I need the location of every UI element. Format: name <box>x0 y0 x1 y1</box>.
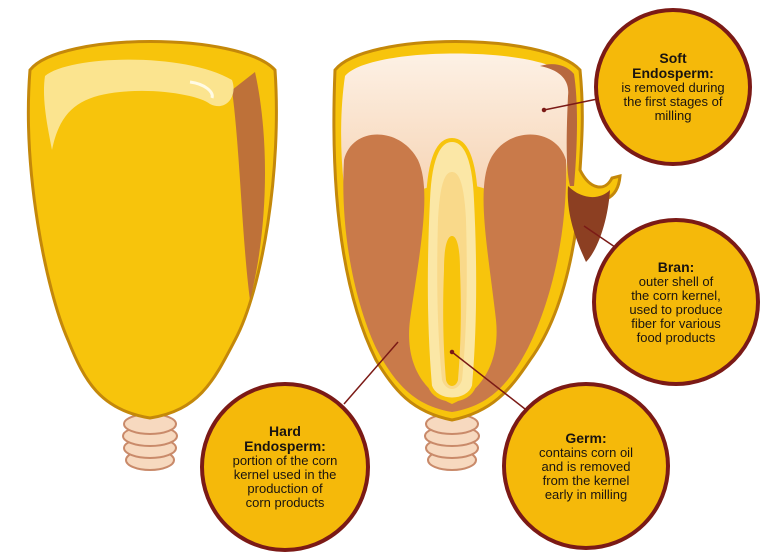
bran-desc-5: food products <box>616 331 736 345</box>
hard-endosperm-title-2: Endosperm: <box>225 439 345 454</box>
kernel-tip-left <box>123 414 177 470</box>
germ-title: Germ: <box>526 431 646 446</box>
bran-desc-2: the corn kernel, <box>616 289 736 303</box>
soft-endosperm-title-2: Endosperm: <box>613 66 733 81</box>
callout-bran: Bran: outer shell of the corn kernel, us… <box>592 218 760 386</box>
bran-desc-1: outer shell of <box>616 275 736 289</box>
soft-endosperm-desc-1: is removed during <box>613 81 733 95</box>
bran-flap <box>568 186 610 262</box>
callout-hard-endosperm: Hard Endosperm: portion of the corn kern… <box>200 382 370 552</box>
soft-endosperm-title-1: Soft <box>613 51 733 66</box>
germ-desc-3: from the kernel <box>526 474 646 488</box>
soft-endosperm-desc-2: the first stages of <box>613 95 733 109</box>
hard-endosperm-title-1: Hard <box>225 424 345 439</box>
bran-title: Bran: <box>616 260 736 275</box>
kernel-tip-right <box>425 414 479 470</box>
soft-endosperm-desc-3: milling <box>613 109 733 123</box>
callout-germ: Germ: contains corn oil and is removed f… <box>502 382 670 550</box>
hard-endosperm-desc-4: corn products <box>225 496 345 510</box>
hard-endosperm-desc-3: production of <box>225 482 345 496</box>
germ-desc-2: and is removed <box>526 460 646 474</box>
bran-desc-3: used to produce <box>616 303 736 317</box>
germ-desc-1: contains corn oil <box>526 446 646 460</box>
callout-soft-endosperm: Soft Endosperm: is removed during the fi… <box>594 8 752 166</box>
bran-desc-4: fiber for various <box>616 317 736 331</box>
hard-endosperm-desc-2: kernel used in the <box>225 468 345 482</box>
germ-desc-4: early in milling <box>526 488 646 502</box>
hard-endosperm-desc-1: portion of the corn <box>225 454 345 468</box>
